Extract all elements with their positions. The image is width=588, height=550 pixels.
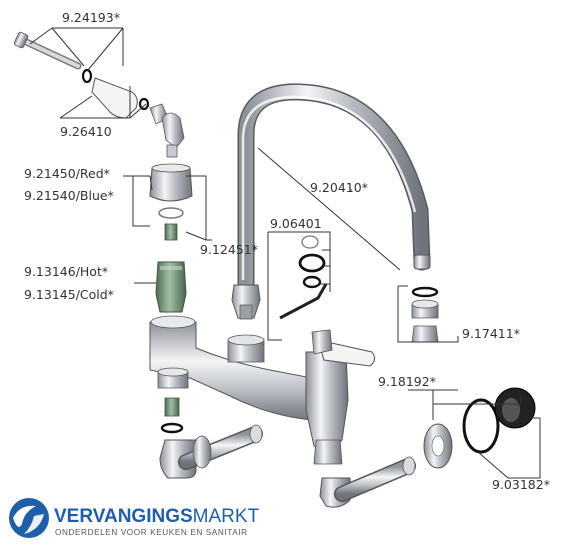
label-9-26410: 9.26410 (60, 124, 112, 139)
label-9-24193: 9.24193* (62, 10, 120, 25)
part-labels: 9.24193* 9.26410 9.21450/Red* 9.21540/Bl… (24, 10, 550, 492)
label-9-13146-hot: 9.13146/Hot* (24, 264, 108, 279)
brand-logo: VERVANGINGSMARKT ONDERDELEN VOOR KEUKEN … (9, 498, 260, 538)
left-handle-assembly (13, 31, 193, 313)
aerator-parts (411, 286, 439, 343)
label-9-03182: 9.03182* (492, 477, 550, 492)
seal-kit-parts (279, 235, 328, 320)
base-rings (423, 387, 536, 469)
faucet-body (149, 315, 376, 465)
right-inlet-connector (319, 456, 416, 508)
leader-lines (29, 27, 541, 479)
label-9-18192: 9.18192* (378, 374, 436, 389)
logo-swirl-icon (9, 498, 49, 538)
left-inlet-connector (159, 424, 263, 479)
label-9-17411: 9.17411* (462, 326, 520, 341)
label-9-21540-blue: 9.21540/Blue* (24, 188, 114, 203)
label-9-21450-red: 9.21450/Red* (24, 166, 110, 181)
brand-name: VERVANGINGSMARKT (54, 506, 260, 527)
label-9-20410: 9.20410* (310, 180, 368, 195)
brand-tagline: ONDERDELEN VOOR KEUKEN EN SANITAIR (55, 528, 248, 537)
spout (231, 83, 431, 320)
label-9-06401: 9.06401 (270, 216, 322, 231)
label-9-13145-cold: 9.13145/Cold* (24, 287, 114, 302)
label-9-12451: 9.12451* (200, 242, 258, 257)
